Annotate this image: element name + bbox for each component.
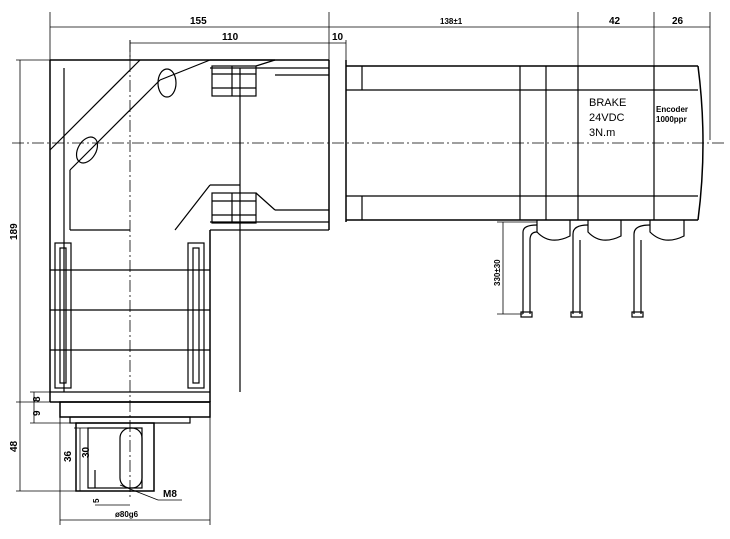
brake-label-3: 3N.m: [589, 127, 615, 139]
encoder-label-1: Encoder: [656, 105, 688, 114]
output-flange: [59, 401, 211, 492]
motor-body: [345, 60, 704, 222]
brake-label-1: BRAKE: [589, 97, 626, 109]
thread-label: M8: [163, 489, 177, 500]
dim-155: 155: [190, 16, 207, 27]
dim-9: 9: [32, 410, 43, 416]
dim-8: 8: [32, 396, 43, 402]
dim-189: 189: [9, 223, 20, 240]
cable-length-dimension: [497, 221, 537, 315]
dim-42: 42: [609, 16, 621, 27]
encoder-label-2: 1000ppr: [656, 115, 687, 124]
dim-138: 138±1: [440, 17, 463, 26]
shaft-label: ø80g6: [115, 510, 139, 519]
dim-36: 36: [63, 450, 74, 462]
brake-label-2: 24VDC: [589, 112, 625, 124]
left-dimensions: [16, 59, 88, 492]
dim-10: 10: [332, 32, 344, 43]
bottom-callouts: [59, 417, 211, 525]
dim-26: 26: [672, 16, 684, 27]
dim-330: 330±30: [493, 259, 502, 286]
dim-30: 30: [81, 446, 92, 458]
dim-5: 5: [92, 498, 101, 503]
gearhead-body: [49, 59, 330, 403]
dim-48: 48: [9, 440, 20, 452]
dim-110: 110: [222, 32, 239, 43]
cable-connectors: [520, 220, 685, 318]
